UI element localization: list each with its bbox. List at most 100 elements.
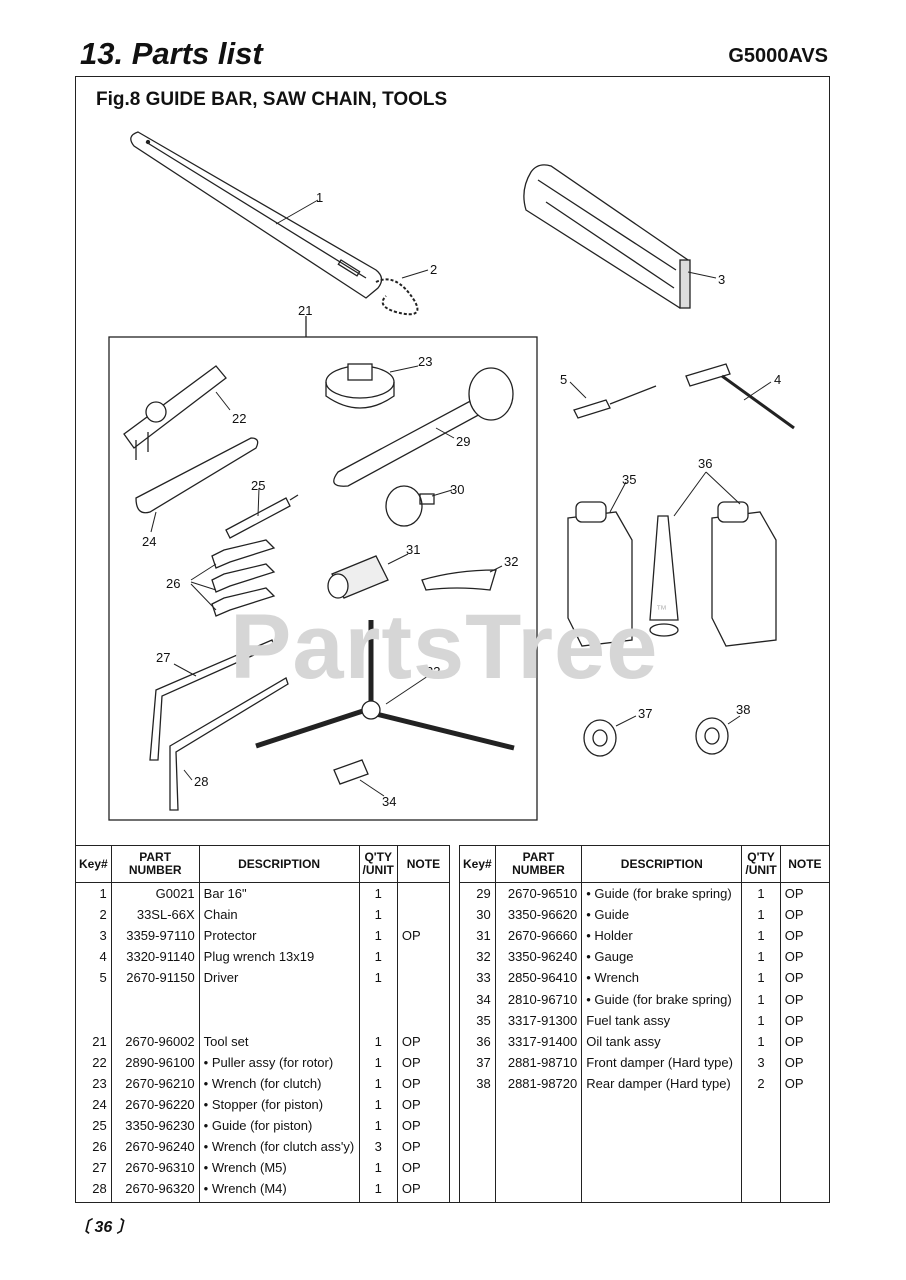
cell-note: OP: [396, 1093, 451, 1116]
cell-qty: 1: [358, 882, 398, 905]
cell-qty: 2: [741, 1072, 781, 1094]
hex-wrench-m4-drawing: [169, 677, 289, 811]
cell-part-number: 3320-91140: [110, 946, 200, 968]
cell-note: OP: [779, 1051, 831, 1073]
header-part-number: PART NUMBER: [494, 845, 583, 883]
cell-key: 33: [459, 967, 496, 989]
cell-key: 4: [75, 946, 112, 968]
cell-key: 31: [459, 925, 496, 947]
cell-note: OP: [779, 988, 831, 1010]
cell-part-number: 2670-96220: [110, 1093, 200, 1116]
cell-part-number: G0021: [110, 882, 200, 905]
callout-22: 22: [232, 411, 246, 426]
header-part-number: PART NUMBER: [110, 845, 200, 883]
callout-5: 5: [560, 372, 567, 387]
content-frame: [75, 76, 830, 1203]
header-qty-line2: /UNIT: [745, 863, 777, 877]
cell-description: • Wrench: [581, 967, 743, 989]
cell-qty: 1: [741, 882, 781, 905]
page-number: 〔 36 〕: [74, 1219, 133, 1236]
cell-empty: [741, 1093, 781, 1203]
gauge-drawing: [421, 569, 497, 591]
callout-37: 37: [638, 706, 652, 721]
cell-qty: 1: [358, 1157, 398, 1179]
cell-description: • Guide (for brake spring): [581, 988, 743, 1010]
cell-part-number: 2810-96710: [494, 988, 583, 1010]
table-row: [75, 988, 451, 1010]
plug-wrench-drawing: [685, 363, 795, 430]
cell-description: [198, 988, 360, 1010]
cell-description: Protector: [198, 925, 360, 947]
cell-description: • Guide (for brake spring): [581, 882, 743, 905]
three-way-wrench-drawing: [255, 620, 515, 751]
cell-note: [396, 946, 451, 968]
stopper-drawing: [135, 437, 259, 514]
cell-description: [198, 1009, 360, 1031]
cell-note: OP: [396, 1030, 451, 1052]
page-number-value: 36: [94, 1219, 113, 1236]
callout-23: 23: [418, 354, 432, 369]
table-row-filler: [459, 1093, 831, 1203]
saw-chain-drawing: [375, 278, 419, 316]
callout-labels: 1 2 3 4 5 21 22 23 24 25 26 27 28 29 30 …: [142, 190, 781, 809]
cell-note: OP: [779, 882, 831, 905]
header-key: Key#: [459, 845, 496, 883]
cell-key: 25: [75, 1115, 112, 1137]
cell-part-number: 2670-96210: [110, 1072, 200, 1094]
parts-table-right: Key# PART NUMBER DESCRIPTION Q'TY/UNIT N…: [459, 845, 831, 1203]
cell-part-number: 3359-97110: [110, 925, 200, 947]
callout-31: 31: [406, 542, 420, 557]
cell-note: OP: [396, 1157, 451, 1179]
cell-empty: [494, 1093, 583, 1203]
cell-key: 30: [459, 904, 496, 926]
cell-qty: 3: [358, 1136, 398, 1158]
cell-note: OP: [779, 946, 831, 968]
holder-drawing: [327, 555, 389, 599]
callout-35: 35: [622, 472, 636, 487]
cell-key: 26: [75, 1136, 112, 1158]
cell-key: 27: [75, 1157, 112, 1179]
cell-part-number: 3350-96240: [494, 946, 583, 968]
parts-table-left: Key# PART NUMBER DESCRIPTION Q'TY/UNIT N…: [75, 845, 451, 1204]
cell-key: 29: [459, 882, 496, 905]
cell-description: • Gauge: [581, 946, 743, 968]
cell-key: 34: [459, 988, 496, 1010]
cell-key: 28: [75, 1178, 112, 1200]
cell-description: • Guide (for piston): [198, 1115, 360, 1137]
cell-part-number: 2670-96240: [110, 1136, 200, 1158]
callout-4: 4: [774, 372, 781, 387]
cell-empty: [581, 1093, 743, 1203]
cell-note: OP: [396, 1072, 451, 1094]
cell-key: 23: [75, 1072, 112, 1094]
callout-24: 24: [142, 534, 156, 549]
cell-part-number: [110, 1009, 200, 1031]
parts-diagram: 1 2 3 4 5 21 22 23 24 25 26 27 28 29 30 …: [76, 120, 830, 840]
cell-qty: 1: [741, 988, 781, 1010]
header-description: DESCRIPTION: [198, 845, 360, 883]
cell-key: 1: [75, 882, 112, 905]
cell-description: • Holder: [581, 925, 743, 947]
cell-part-number: 3317-91400: [494, 1030, 583, 1052]
tool-set-box: [108, 336, 538, 821]
cell-description: • Wrench (M4): [198, 1178, 360, 1200]
cell-empty: [459, 1093, 496, 1203]
cell-qty: 1: [358, 904, 398, 926]
cell-part-number: 2670-91150: [110, 967, 200, 989]
cell-description: Tool set: [198, 1030, 360, 1052]
header-key: Key#: [75, 845, 112, 883]
model-name: G5000AVS: [728, 45, 828, 67]
cell-part-number: 2670-96660: [494, 925, 583, 947]
